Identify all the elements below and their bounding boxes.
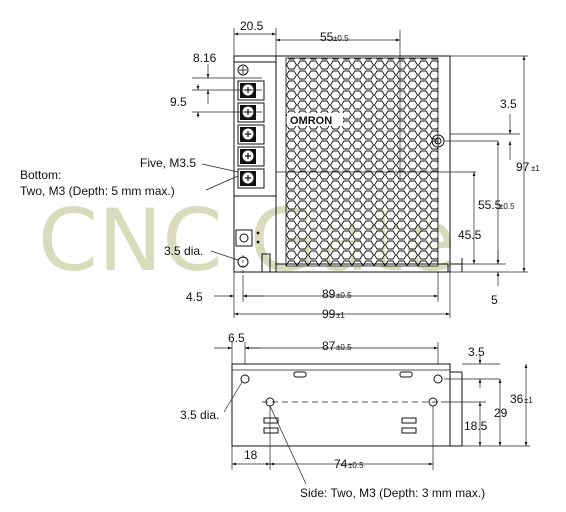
terminal-screws xyxy=(237,80,265,189)
dim-front-3-5: 3.5 xyxy=(500,97,517,111)
dim-55: 55 xyxy=(320,30,334,44)
dim-18: 18 xyxy=(244,448,258,462)
dim-45-5: 45.5 xyxy=(458,228,482,242)
voltage-adjuster xyxy=(235,229,253,247)
side-view: 6.5 87 ±0.5 3.5 36 ±1 29 18.5 3.5 dia. 1… xyxy=(180,331,533,500)
dim-36: 36 xyxy=(510,392,524,406)
dim-front-dia: 3.5 dia. xyxy=(164,244,203,258)
dim-87: 87 xyxy=(322,339,336,353)
dim-6-5: 6.5 xyxy=(228,331,245,345)
dim-18-5: 18.5 xyxy=(464,419,488,433)
side-body-outline xyxy=(231,363,451,447)
dim-29: 29 xyxy=(494,406,508,420)
dim-4-5: 4.5 xyxy=(186,290,203,304)
note-bottom-detail: Two, M3 (Depth: 5 mm max.) xyxy=(20,184,175,198)
dim-55-5-tol: ±0.5 xyxy=(499,202,515,211)
dim-89: 89 xyxy=(322,287,336,301)
dim-side-3-5: 3.5 xyxy=(468,345,485,359)
brand-logo: OMRON xyxy=(290,115,332,127)
note-five-m35: Five, M3.5 xyxy=(140,156,196,170)
dim-9-5: 9.5 xyxy=(170,95,187,109)
dim-side-dia: 3.5 dia. xyxy=(180,408,219,422)
dim-front-5: 5 xyxy=(491,293,498,307)
dim-99-tol: ±1 xyxy=(336,311,345,320)
dim-97: 97 xyxy=(516,160,530,174)
dim-36-tol: ±1 xyxy=(524,396,533,405)
dim-89-tol: ±0.5 xyxy=(336,291,352,300)
dim-99: 99 xyxy=(322,307,336,321)
dim-55-5: 55.5 xyxy=(478,198,502,212)
dim-74: 74 xyxy=(334,457,348,471)
note-side-detail: Side: Two, M3 (Depth: 3 mm max.) xyxy=(300,486,485,500)
side-top-hole-left-icon xyxy=(240,374,250,384)
dim-20-5: 20.5 xyxy=(240,19,264,33)
side-top-hole-right-icon xyxy=(433,374,443,384)
vent-grille xyxy=(285,57,439,267)
note-bottom-title: Bottom: xyxy=(20,168,61,182)
dim-74-tol: ±0.5 xyxy=(348,461,364,470)
top-screw-icon xyxy=(237,64,249,76)
brand-logo-bg xyxy=(287,113,343,126)
dim-87-tol: ±0.5 xyxy=(336,343,352,352)
dim-97-tol: ±1 xyxy=(531,164,540,173)
dim-8-16: 8.16 xyxy=(193,51,217,65)
dim-55-tol: ±0.5 xyxy=(333,34,349,43)
front-view: OMRON xyxy=(20,19,540,321)
led-indicator xyxy=(256,231,260,235)
